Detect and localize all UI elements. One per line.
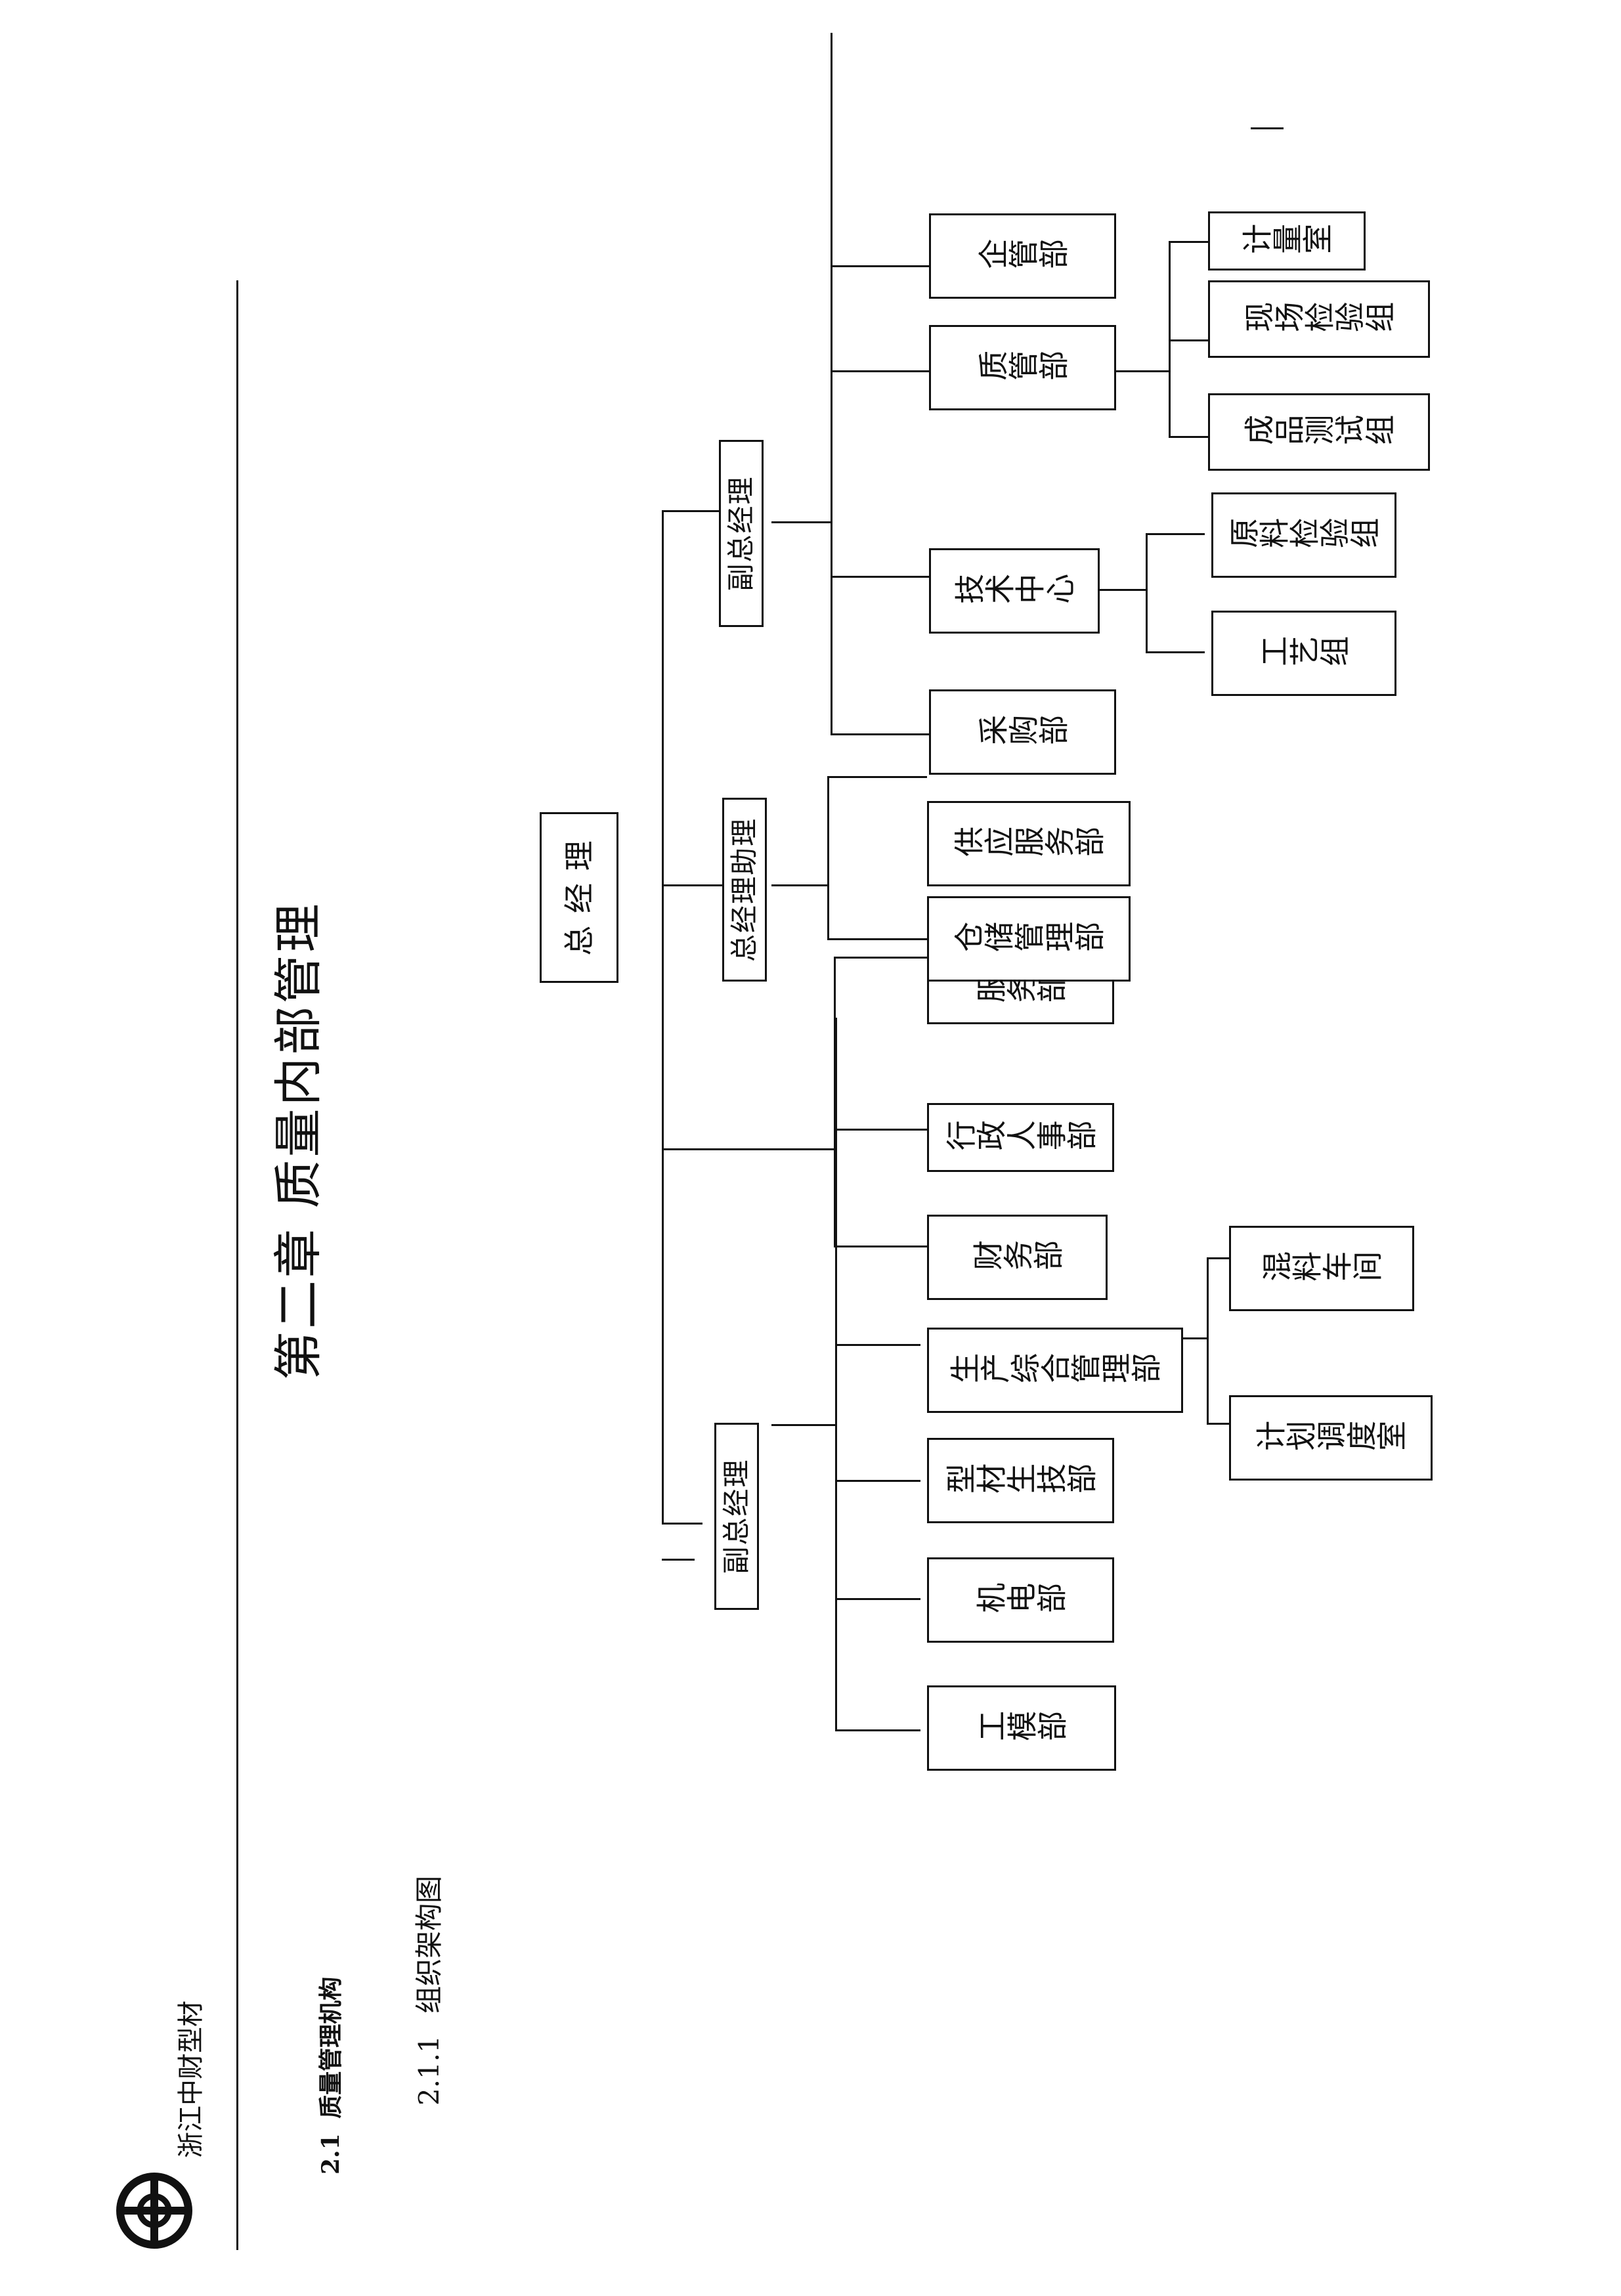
org-node-mixing-workshop: 混料车间: [1229, 1226, 1414, 1311]
connector-line: [771, 1424, 835, 1426]
connector-line: [831, 576, 929, 578]
org-node-quality-management-dept: 质管部: [929, 325, 1116, 410]
connector-line: [827, 778, 829, 940]
org-node-warehouse-management-dept: 仓储管理部: [927, 896, 1131, 982]
connector-line: [1207, 1259, 1209, 1425]
connector-line: [831, 733, 929, 735]
connector-line: [1169, 436, 1208, 438]
connector-line: [827, 938, 927, 940]
org-node-enterprise-management-dept: 企管部: [929, 213, 1116, 299]
connector-line: [835, 1729, 920, 1731]
connector-line: [835, 1598, 920, 1600]
company-logo-icon: [116, 2173, 192, 2249]
chapter-title: 第二章 质量内部管理: [270, 901, 327, 1380]
subsection-title: 组织架构图: [413, 1875, 445, 2014]
connector-line: [662, 512, 664, 1525]
org-node-profile-production-tech-dept: 型材生技部: [927, 1438, 1114, 1523]
connector-line: [831, 265, 929, 267]
subsection-heading: 2.1.1 组织架构图: [407, 1876, 447, 2106]
connector-line: [835, 1344, 920, 1346]
org-node-electromechanical-dept: 机电部: [927, 1557, 1114, 1643]
connector-line: [1146, 533, 1205, 535]
connector-line: [831, 370, 929, 372]
connector-line: [835, 1480, 920, 1482]
connector-line: [834, 1129, 927, 1131]
org-node-technology-center: 技术中心: [929, 548, 1100, 634]
connector-line: [662, 510, 722, 512]
subsection-number: 2.1.1: [413, 2035, 445, 2106]
org-node-finished-product-testing-group: 成品测试组: [1208, 393, 1430, 471]
company-name: 浙江中财型材: [176, 2001, 206, 2158]
org-node-raw-material-inspection-group: 原料检验组: [1211, 492, 1396, 578]
header-divider: [236, 280, 238, 2250]
connector-line: [662, 1523, 702, 1525]
connector-line: [771, 884, 827, 886]
org-node-finance-dept: 财务部: [927, 1215, 1108, 1300]
org-node-metrology-room: 计量室: [1208, 211, 1366, 271]
connector-line: [827, 776, 927, 778]
connector-line: [662, 1148, 834, 1150]
org-node-supply-service-dept: 供应服务部: [927, 801, 1131, 886]
scan-mark: [1251, 127, 1284, 129]
org-node-deputy-gm-left: 副总经理: [714, 1423, 759, 1610]
org-node-planning-dispatch-room: 计划调度室: [1229, 1395, 1433, 1481]
org-node-production-management-dept: 生产综合管理部: [927, 1328, 1183, 1413]
connector-line: [1146, 651, 1205, 653]
org-node-process-group: 工艺组: [1211, 611, 1396, 696]
org-node-onsite-inspection-group: 现场检验组: [1208, 280, 1430, 358]
connector-line: [834, 957, 836, 1247]
org-node-general-manager: 总 经 理: [540, 812, 618, 983]
section-heading: 2.1 质量管理机构: [312, 1977, 346, 2175]
org-node-gm-assistant: 总经理助理: [722, 798, 767, 982]
connector-line: [1169, 339, 1208, 341]
org-node-deputy-gm-right: 副总经理: [719, 440, 764, 627]
connector-line: [1146, 535, 1148, 653]
connector-line: [662, 1559, 695, 1561]
connector-line: [834, 1245, 927, 1247]
connector-line: [771, 521, 831, 523]
connector-line: [662, 884, 722, 886]
org-node-tooling-dept: 工模部: [927, 1685, 1116, 1771]
connector-line: [834, 957, 927, 959]
org-node-admin-hr-dept: 行政人事部: [927, 1103, 1114, 1172]
org-node-purchasing-dept: 采购部: [929, 689, 1116, 775]
connector-line: [831, 33, 832, 735]
connector-line: [1169, 241, 1208, 243]
section-number: 2.1: [317, 2133, 345, 2175]
section-title: 质量管理机构: [317, 1976, 345, 2119]
